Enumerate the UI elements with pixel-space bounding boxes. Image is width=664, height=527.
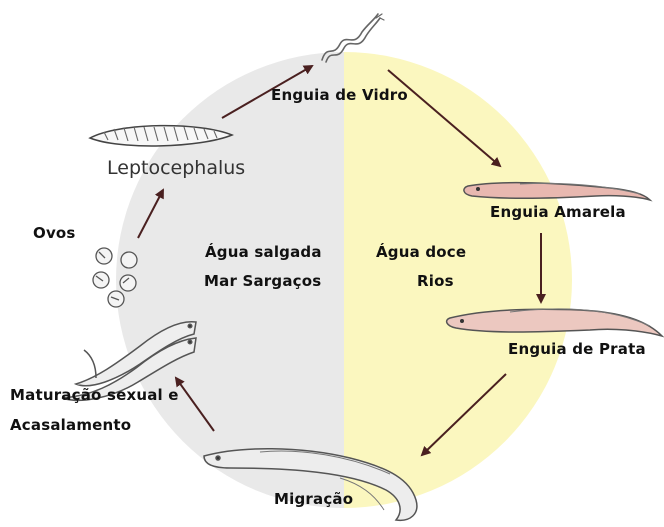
- migration-label: Migração: [274, 492, 353, 507]
- glass-eel-label: Enguia de Vidro: [271, 88, 408, 103]
- silver-eel-label: Enguia de Prata: [508, 342, 646, 357]
- rivers-label: Rios: [417, 274, 454, 289]
- leptocephalus-label: Leptocephalus: [107, 159, 245, 178]
- sargasso-sea-label: Mar Sargaços: [204, 274, 321, 289]
- yellow-eel-label: Enguia Amarela: [490, 205, 626, 220]
- yellow-eel-icon: [464, 183, 650, 200]
- mating-label: Acasalamento: [10, 418, 131, 433]
- eggs-label: Ovos: [33, 226, 76, 241]
- salt-water-label: Água salgada: [205, 245, 322, 260]
- fresh-water-label: Água doce: [376, 245, 466, 260]
- maturation-label: Maturação sexual e: [10, 388, 179, 403]
